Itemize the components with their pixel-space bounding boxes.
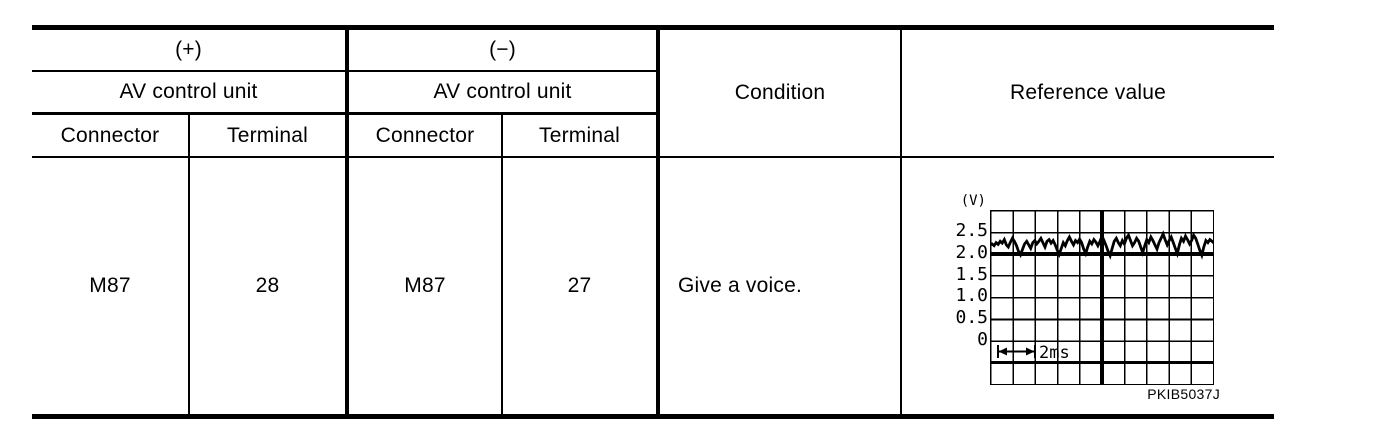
waveform-svg: 2ms	[990, 230, 1214, 363]
scope-center-vertical-line	[1100, 210, 1104, 385]
header-av-unit-minus: AV control unit	[433, 80, 572, 103]
scope-ytick-0-5: 0.5	[955, 307, 988, 328]
scope-ytick-1-5: 1.5	[955, 263, 988, 285]
value-connector-minus: M87	[404, 274, 446, 297]
header-data-divider	[32, 156, 1274, 158]
figure-code-label: PKIB5037J	[1147, 386, 1220, 402]
scope-bottom-reference-line	[990, 360, 1214, 364]
value-condition: Give a voice.	[678, 274, 802, 297]
scope-time-scale-label: 2ms	[1039, 343, 1070, 363]
header-terminal-plus: Terminal	[227, 123, 308, 147]
header-minus: (−)	[489, 38, 516, 61]
header-plus: (+)	[175, 38, 202, 61]
value-terminal-plus: 28	[255, 274, 280, 297]
vline-plus-minus	[345, 25, 349, 414]
scope-ytick-2-0: 2.0	[955, 241, 988, 263]
vline-connector-terminal-plus	[188, 112, 190, 414]
value-connector-plus: M87	[89, 274, 131, 297]
header-reference-value: Reference value	[1010, 81, 1166, 104]
reference-waveform-figure: (V) 2.5 2.0 1.5 1.0 0.5 0 2ms PKIB5037J	[950, 194, 1250, 410]
header-connector-plus: Connector	[60, 123, 160, 147]
table-border-bottom	[32, 414, 1274, 419]
waveform-trace	[990, 230, 1214, 260]
header-connector-minus: Connector	[375, 123, 475, 147]
value-terminal-minus: 27	[567, 274, 592, 297]
header-condition: Condition	[734, 81, 826, 104]
header-av-unit-plus: AV control unit	[119, 80, 258, 103]
vline-connector-terminal-minus	[501, 112, 503, 414]
scope-y-axis-unit-label: (V)	[960, 193, 986, 209]
scope-ytick-1-0: 1.0	[955, 285, 988, 306]
vline-condition-reference	[900, 25, 902, 414]
scope-ytick-2-5: 2.5	[955, 220, 988, 241]
scope-2v-reference-line	[990, 252, 1214, 256]
table-border-top	[32, 25, 1274, 30]
header-terminal-minus: Terminal	[539, 123, 620, 147]
vline-minus-condition	[656, 25, 660, 414]
scope-ytick-0: 0	[977, 328, 988, 350]
time-scale-arrow	[997, 345, 1036, 358]
